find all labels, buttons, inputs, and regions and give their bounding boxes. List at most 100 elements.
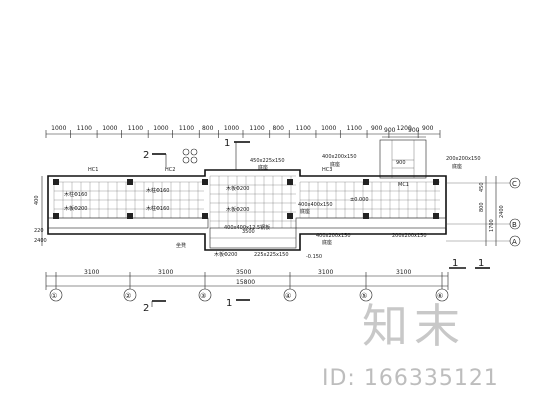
- stair-dim-900: 900: [396, 160, 406, 166]
- axis-circle-5: [359, 288, 373, 302]
- left-dim-3: 400: [34, 195, 40, 205]
- note-steel-plate: 400x400x12.5钢板: [224, 224, 270, 231]
- column-post: [287, 213, 293, 219]
- top-dim-16: 900: [422, 125, 434, 132]
- top-dim-12: 1000: [321, 125, 336, 132]
- section-mark-bottom-2: 2: [143, 300, 166, 314]
- bottom-dim-4: 3100: [318, 269, 333, 276]
- section-mark-label: 1: [478, 258, 484, 269]
- note-400x200-bottom: 400x200x150: [316, 233, 351, 239]
- section-mark-label: 2: [143, 150, 149, 161]
- bottom-dimension-chain: 3100 3100 3500 3100 3100 15800: [45, 269, 449, 290]
- note-3500: 3500: [242, 229, 255, 235]
- column-post: [202, 213, 208, 219]
- section-mark-top-2: 2: [143, 150, 167, 168]
- axis-circle-6: [435, 288, 449, 302]
- label-hc2: HC2: [165, 167, 175, 173]
- top-dim-6: 1100: [179, 125, 194, 132]
- top-dim-13: 1100: [347, 125, 362, 132]
- note-base: 底座: [322, 239, 332, 246]
- top-dim-8: 1000: [224, 125, 239, 132]
- upper-right-stair: 900 900 900: [379, 127, 427, 179]
- left-dim-1: 220: [34, 228, 44, 234]
- note-450x225: 450x225x150: [250, 158, 285, 164]
- column-post: [363, 179, 369, 185]
- axis-label-5: ⑤: [361, 292, 367, 300]
- top-dim-4: 1100: [128, 125, 143, 132]
- note-base: 底座: [258, 164, 268, 171]
- top-dim-11: 1100: [296, 125, 311, 132]
- section-mark-bottom-1: 1: [226, 298, 250, 309]
- section-mark-label: 1: [224, 138, 230, 149]
- column-post: [202, 179, 208, 185]
- top-dim-5: 1000: [153, 125, 168, 132]
- row-axis-circle: [509, 177, 521, 189]
- note-board-200: 木板Φ200: [214, 251, 237, 258]
- row-axis-label: C: [512, 180, 517, 188]
- section-mark-label: 1: [452, 258, 458, 269]
- top-dimension-chain: 1000 1100 1000 1100 1000 1100 800 1000 1100 800 11…: [45, 125, 441, 138]
- bottom-dim-total: 15800: [236, 279, 255, 286]
- axis-label-1: ①: [51, 292, 57, 300]
- axis-circle-1: [49, 288, 63, 302]
- note-base: 底座: [300, 208, 310, 215]
- row-axis-label: B: [512, 221, 517, 229]
- right-dim-4: 2400: [499, 205, 505, 218]
- upper-dim-2: 900: [408, 127, 420, 134]
- top-dim-7: 800: [202, 125, 214, 132]
- left-dim-2: 2400: [34, 238, 47, 244]
- columns: [53, 179, 439, 219]
- column-post: [127, 213, 133, 219]
- column-post: [433, 179, 439, 185]
- note-400x400: 400x400x150: [298, 202, 333, 208]
- note-column-1: 木柱Φ160: [64, 191, 87, 198]
- right-dim-1: 450: [479, 182, 485, 192]
- axis-label-2: ②: [125, 292, 131, 300]
- marker-circle: [190, 156, 198, 164]
- note-225x225: 225x225x150: [254, 252, 289, 258]
- note-200x200-right: 200x200x150: [446, 156, 481, 162]
- section-mark-label: 2: [143, 303, 149, 314]
- axis-label-4: ④: [285, 292, 291, 300]
- note-board-1: 木板Φ200: [226, 185, 249, 192]
- section-mark-top-1: 1: [224, 138, 250, 170]
- right-dimension-chain: 450 800 1700 2400 C B A: [446, 176, 521, 247]
- row-axis-circle: [509, 235, 521, 247]
- top-dim-3: 1000: [102, 125, 117, 132]
- label-mc1: MC1: [398, 182, 409, 188]
- watermark-id: ID: 166335121: [322, 366, 499, 391]
- top-dim-9: 1100: [249, 125, 264, 132]
- column-post: [53, 213, 59, 219]
- bottom-dim-3: 3500: [236, 269, 251, 276]
- top-dim-2: 1100: [77, 125, 92, 132]
- note-column-3: 木柱Φ160: [146, 205, 169, 212]
- section-mark-right-1: 1 1: [449, 258, 490, 269]
- right-dim-2: 800: [479, 202, 485, 212]
- note-pm-zero: ±0.000: [350, 197, 369, 203]
- row-axis-circle: [509, 218, 521, 230]
- column-post: [287, 179, 293, 185]
- right-dim-3: 1700: [489, 219, 495, 232]
- column-post: [363, 213, 369, 219]
- column-axes: ① ② ③ ④ ⑤ ⑥: [49, 288, 449, 302]
- top-dim-15: 1200: [397, 125, 412, 132]
- label-hc3: HC3: [322, 167, 332, 173]
- column-post: [433, 213, 439, 219]
- note-board-3: 木板Φ200: [226, 206, 249, 213]
- upper-dim-1: 900: [384, 127, 396, 134]
- paving-grid: [299, 181, 440, 219]
- top-dim-1: 1000: [51, 125, 66, 132]
- column-post: [53, 179, 59, 185]
- note-elev: -0.150: [306, 254, 322, 260]
- marker-circle: [182, 156, 190, 164]
- column-post: [127, 179, 133, 185]
- top-dim-10: 800: [272, 125, 284, 132]
- bottom-dim-2: 3100: [158, 269, 173, 276]
- bottom-dim-5: 3100: [396, 269, 411, 276]
- axis-circle-2: [123, 288, 137, 302]
- note-board-2: 木板Φ200: [64, 205, 87, 212]
- axis-circle-3: [198, 288, 212, 302]
- paving-grid: [53, 181, 204, 219]
- axis-circle-4: [283, 288, 297, 302]
- label-hc1: HC1: [88, 167, 98, 173]
